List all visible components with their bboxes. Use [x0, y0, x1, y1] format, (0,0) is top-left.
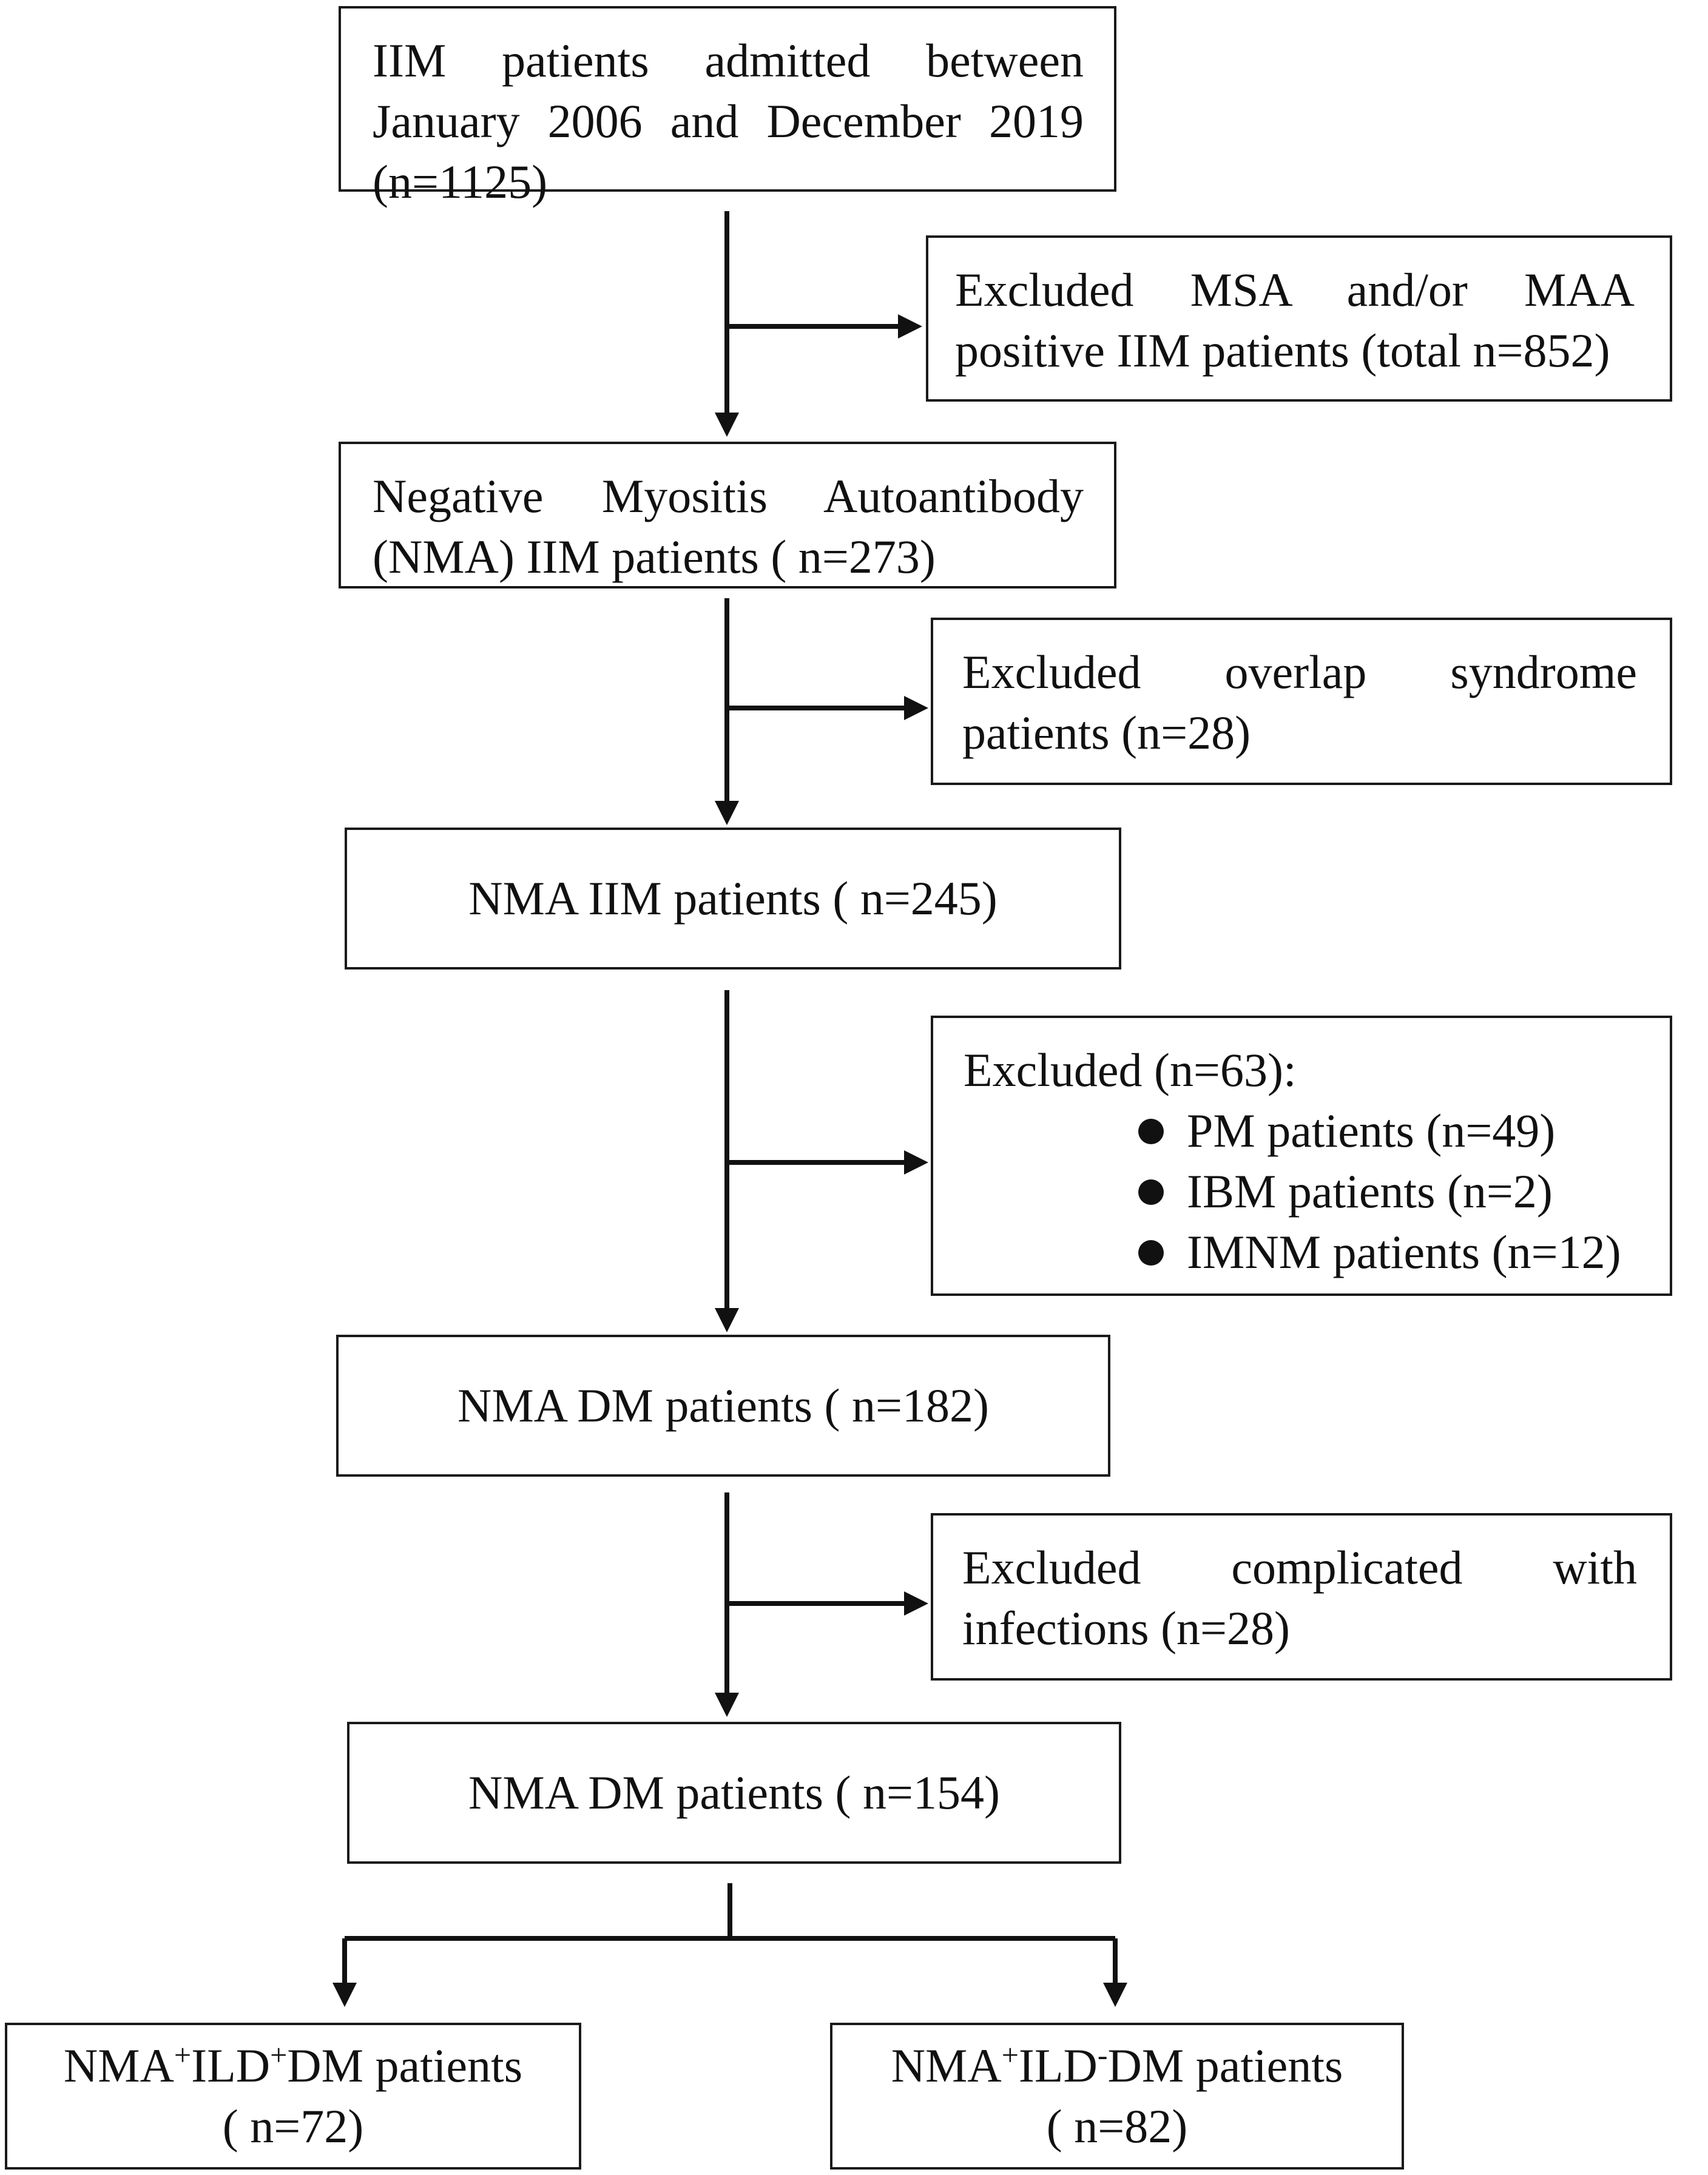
box-nma-iim-245-text: NMA IIM patients ( n=245): [468, 872, 997, 925]
list-item-label: IMNM patients (n=12): [1187, 1226, 1621, 1278]
box-nma-iim-273: Negative Myositis Autoantibody (NMA) IIM…: [339, 442, 1116, 588]
box-ild-negative-count: ( n=82): [1046, 2100, 1188, 2153]
list-item: IBM patients (n=2): [1138, 1161, 1646, 1222]
superscript: +: [270, 2038, 288, 2072]
box-ild-positive-count: ( n=72): [222, 2100, 364, 2153]
bullet-icon: [1138, 1179, 1164, 1205]
box-excluded-msa-maa-text: Excluded MSA and/or MAA positive IIM pat…: [955, 263, 1635, 377]
box-ild-negative-label: NMA+ILD-DM patients: [891, 2035, 1343, 2096]
superscript: -: [1097, 2038, 1108, 2072]
label-ild: ILD: [191, 2039, 271, 2092]
box-excluded-infections-text: Excluded complicated with infections (n=…: [962, 1541, 1637, 1654]
list-item: IMNM patients (n=12): [1138, 1222, 1646, 1283]
box-nma-dm-154: NMA DM patients ( n=154): [347, 1722, 1121, 1864]
box-nma-iim-245: NMA IIM patients ( n=245): [345, 828, 1121, 969]
label-ild: ILD: [1018, 2039, 1098, 2092]
box-excluded-overlap: Excluded overlap syndrome patients (n=28…: [931, 618, 1672, 785]
bullet-icon: [1138, 1240, 1164, 1266]
label-prefix: NMA: [891, 2039, 1002, 2092]
list-item-label: IBM patients (n=2): [1187, 1165, 1553, 1218]
box-excluded-subtypes-title: Excluded (n=63):: [964, 1044, 1297, 1096]
box-ild-positive: NMA+ILD+DM patients ( n=72): [5, 2023, 581, 2170]
box-nma-iim-273-text: Negative Myositis Autoantibody (NMA) IIM…: [373, 470, 1084, 583]
list-item-label: PM patients (n=49): [1187, 1104, 1556, 1157]
label-suffix: DM patients: [1107, 2039, 1343, 2092]
box-excluded-overlap-text: Excluded overlap syndrome patients (n=28…: [962, 646, 1637, 759]
box-excluded-subtypes: Excluded (n=63): PM patients (n=49) IBM …: [931, 1016, 1672, 1296]
box-iim-admitted-text: IIM patients admitted between January 20…: [373, 34, 1084, 208]
box-ild-negative: NMA+ILD-DM patients ( n=82): [830, 2023, 1404, 2170]
list-item: PM patients (n=49): [1138, 1101, 1646, 1161]
superscript: +: [1001, 2038, 1019, 2072]
superscript: +: [174, 2038, 192, 2072]
box-nma-dm-182-text: NMA DM patients ( n=182): [457, 1379, 989, 1432]
bullet-icon: [1138, 1119, 1164, 1144]
box-nma-dm-154-text: NMA DM patients ( n=154): [468, 1766, 1000, 1819]
box-ild-positive-label: NMA+ILD+DM patients: [64, 2035, 522, 2096]
box-nma-dm-182: NMA DM patients ( n=182): [336, 1335, 1110, 1477]
label-suffix: DM patients: [287, 2039, 523, 2092]
box-iim-admitted: IIM patients admitted between January 20…: [339, 6, 1116, 208]
box-excluded-infections: Excluded complicated with infections (n=…: [931, 1513, 1672, 1681]
label-prefix: NMA: [63, 2039, 174, 2092]
excluded-subtypes-list: PM patients (n=49) IBM patients (n=2) IM…: [1138, 1101, 1646, 1283]
box-excluded-msa-maa: Excluded MSA and/or MAA positive IIM pat…: [926, 235, 1672, 402]
